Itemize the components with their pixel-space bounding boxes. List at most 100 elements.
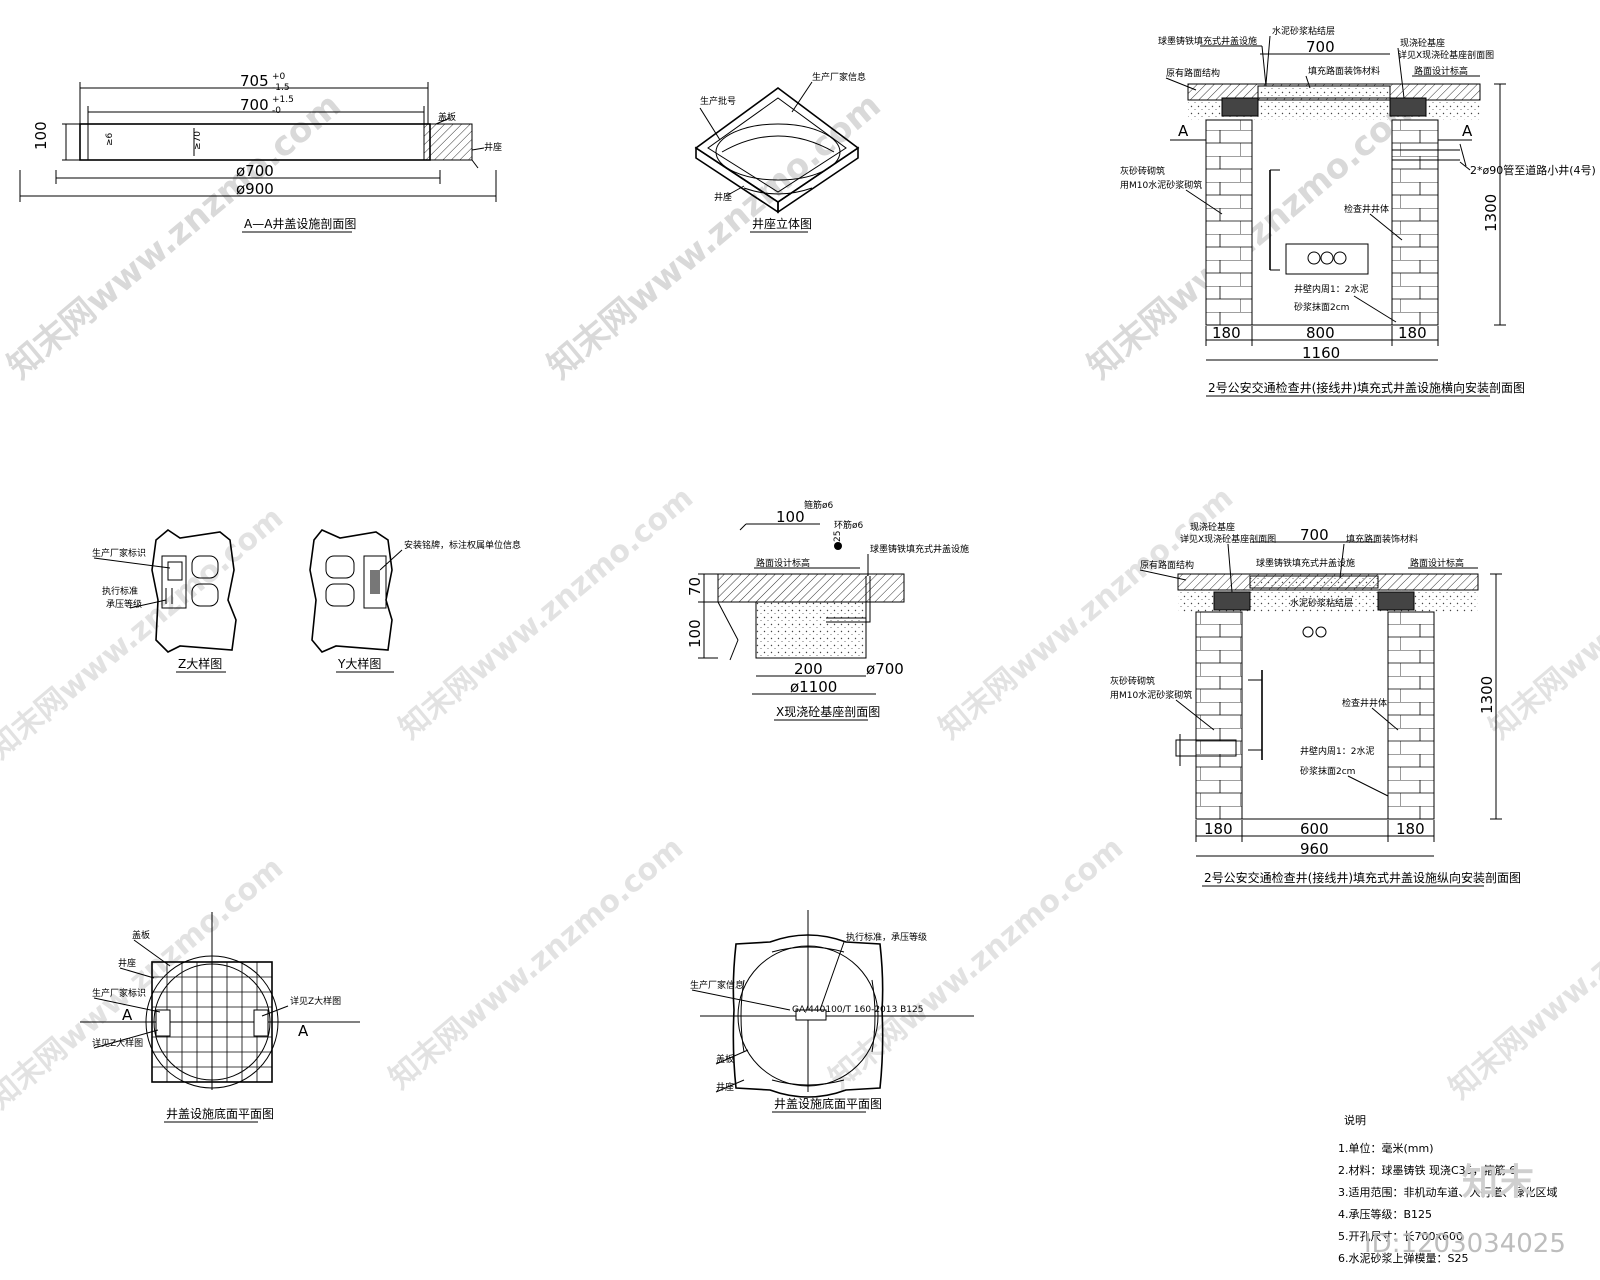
dim-700-tol-bot: -0 <box>272 106 281 116</box>
mark-a-right: A <box>1462 122 1473 140</box>
dim-200: 200 <box>794 660 823 678</box>
aa-section-drawing: 705 +0 -1.5 700 +1.5 -0 100 ≥6 ≥70 盖板 井座… <box>19 72 502 233</box>
label-maker: 生产厂家标识 <box>92 987 146 999</box>
label-batch: 生产批号 <box>700 95 736 107</box>
label-stirrup: 箍筋ø6 <box>804 499 834 511</box>
dim-1160: 1160 <box>1302 344 1340 362</box>
label-plaster1: 井壁内周1：2水泥 <box>1300 745 1374 757</box>
plan-bottom-drawing: 盖板 井座 生产厂家标识 详见Z大样图 详见Z大样图 A A 井盖设施底面平面图 <box>80 912 360 1123</box>
label-design: 路面设计标高 <box>1410 557 1464 569</box>
label-brick2: 用M10水泥砂浆砌筑 <box>1120 179 1202 191</box>
plan-bottom-2-drawing: GA/440100/T 160-2013 B125 执行标准，承压等级 生产厂家… <box>690 910 974 1113</box>
label-plaster2: 砂浆抹面2cm <box>1294 301 1349 313</box>
mark-a-left: A <box>1178 122 1189 140</box>
label-well: 检查井井体 <box>1344 203 1389 215</box>
label-install: 安装铭牌，标注权属单位信息 <box>404 539 521 551</box>
dim-ge6: ≥6 <box>105 132 115 146</box>
caption-y-detail: Y大样图 <box>337 656 381 671</box>
label-design: 路面设计标高 <box>1414 65 1468 77</box>
dim-100b: 100 <box>686 619 704 648</box>
dim-700-tol-top: +1.5 <box>272 95 294 105</box>
label-plaster1: 井壁内周1：2水泥 <box>1294 283 1368 295</box>
caption-plan-bottom: 井盖设施底面平面图 <box>166 1106 274 1121</box>
label-seeX: 详见X现浇砼基座剖面图 <box>1180 533 1276 545</box>
note-item: 4.承压等级：B125 <box>1338 1207 1432 1221</box>
dim-700: 700 <box>1306 38 1335 56</box>
label-mortar: 水泥砂浆粘结层 <box>1272 25 1335 37</box>
watermark-text: 知末网www.znzmo.com <box>823 830 1130 1096</box>
label-brick2: 用M10水泥砂浆砌筑 <box>1110 689 1192 701</box>
label-brick1: 灰砂砖砌筑 <box>1120 165 1165 177</box>
label-seeX: 详见X现浇砼基座剖面图 <box>1398 49 1494 61</box>
dim-d700: ø700 <box>866 660 904 678</box>
label-cover: 球墨铸铁填充式井盖设施 <box>1256 557 1355 569</box>
dim-600: 600 <box>1300 820 1329 838</box>
caption-x-section: X现浇砼基座剖面图 <box>776 704 880 719</box>
mark-a-left: A <box>122 1006 133 1024</box>
label-ring: 环筋ø6 <box>834 519 864 531</box>
label-concrete: 现浇砼基座 <box>1400 37 1445 49</box>
dim-180b: 180 <box>1396 820 1425 838</box>
dim-180a: 180 <box>1212 324 1241 342</box>
label-design: 路面设计标高 <box>756 557 810 569</box>
note-item: 3.适用范围：非机动车道、人行道、绿化区域 <box>1338 1185 1558 1199</box>
note-item: 5.开孔尺寸：长700x600 <box>1338 1229 1463 1243</box>
dim-700: 700 <box>1300 526 1329 544</box>
dim-705-tol-top: +0 <box>272 72 286 82</box>
watermark-logo: 知末 ID:1203034025 <box>1364 1162 1566 1259</box>
dim-960: 960 <box>1300 840 1329 858</box>
label-mortar: 水泥砂浆粘结层 <box>1290 597 1353 609</box>
label-cover: 球墨铸铁填充式井盖设施 <box>1158 35 1257 47</box>
dim-705-tol-bot: -1.5 <box>272 83 290 93</box>
z-detail-drawing: 生产厂家标识 执行标准 承压等级 Z大样图 <box>92 529 237 673</box>
label-cover: 盖板 <box>132 929 150 941</box>
dim-800: 800 <box>1306 324 1335 342</box>
y-detail-drawing: 安装铭牌，标注权属单位信息 Y大样图 <box>309 529 521 673</box>
label-std1: 执行标准 <box>102 585 138 597</box>
long-section-drawing: 700 180 600 180 960 1300 现浇砼基座 详见X现浇砼基座剖… <box>1110 521 1521 887</box>
label-seat: 井座 <box>118 957 136 969</box>
id-text: ID:1203034025 <box>1364 1229 1566 1259</box>
dim-d900: ø900 <box>236 180 274 198</box>
cross-section-drawing: A A 700 180 800 180 1160 1300 球墨铸铁填充式井盖设… <box>1120 25 1596 397</box>
label-fill: 填充路面装饰材料 <box>1346 533 1418 545</box>
mark-a-right: A <box>298 1022 309 1040</box>
label-fill: 填充路面装饰材料 <box>1308 65 1380 77</box>
label-cover: 球墨铸铁填充式井盖设施 <box>870 543 969 555</box>
watermark-text: 知末网www.znzmo.com <box>1483 480 1600 746</box>
dim-1300: 1300 <box>1482 194 1500 232</box>
watermark-text: 知末网www.znzmo.com <box>0 500 290 766</box>
caption-long-section: 2号公安交通检查井(接线井)填充式井盖设施纵向安装剖面图 <box>1204 870 1521 885</box>
label-maker: 生产厂家信息 <box>690 979 744 991</box>
notes-block: 说明 1.单位：毫米(mm) 2.材料：球墨铸铁 现浇C35，箍筋 6 3.适用… <box>1338 1113 1558 1265</box>
dim-100a: 100 <box>776 508 805 526</box>
label-maker: 生产厂家信息 <box>812 71 866 83</box>
dim-705: 705 <box>240 72 269 90</box>
dim-100: 100 <box>32 121 50 150</box>
watermark-text: 知末网www.znzmo.com <box>1080 85 1429 387</box>
dim-25: 25 <box>833 531 843 542</box>
seat-3d-drawing: 生产厂家信息 生产批号 井座 井座立体图 <box>694 71 866 233</box>
label-brick1: 灰砂砖砌筑 <box>1110 675 1155 687</box>
label-cover: 盖板 <box>438 111 456 123</box>
label-seat: 井座 <box>714 191 732 203</box>
label-std2: 承压等级 <box>106 598 142 610</box>
label-orig: 原有路面结构 <box>1166 67 1220 79</box>
label-maker: 生产厂家标识 <box>92 547 146 559</box>
caption-cross-section: 2号公安交通检查井(接线井)填充式井盖设施横向安装剖面图 <box>1208 380 1525 395</box>
label-well: 检查井井体 <box>1342 697 1387 709</box>
note-item: 1.单位：毫米(mm) <box>1338 1141 1434 1155</box>
dim-70: 70 <box>686 577 704 596</box>
dim-d700: ø700 <box>236 162 274 180</box>
dim-180b: 180 <box>1398 324 1427 342</box>
x-section-drawing: 100 箍筋ø6 环筋ø6 25 路面设计标高 球墨铸铁填充式井盖设施 70 1… <box>686 499 969 721</box>
caption-plan-bottom-2: 井盖设施底面平面图 <box>774 1096 882 1111</box>
caption-seat-3d: 井座立体图 <box>752 216 812 231</box>
watermark-text: 知末网www.znzmo.com <box>393 480 700 746</box>
caption-z-detail: Z大样图 <box>178 656 222 671</box>
label-seeZ-left: 详见Z大样图 <box>92 1037 143 1049</box>
note-item: 6.水泥砂浆上弹模量：S25 <box>1338 1251 1468 1265</box>
caption-aa-section: A—A井盖设施剖面图 <box>244 217 356 231</box>
label-seat: 井座 <box>484 141 502 153</box>
